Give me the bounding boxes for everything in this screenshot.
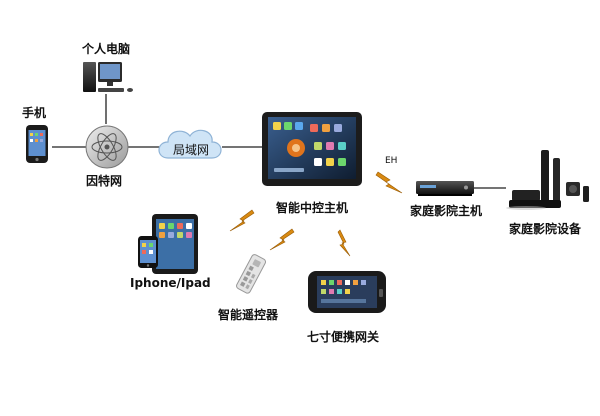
home-theater-host-label: 家庭影院主机 <box>410 204 483 218</box>
home-theater-devices-icon <box>506 150 589 210</box>
gateway-label: 七寸便携网关 <box>307 330 380 344</box>
pc-icon <box>83 62 133 92</box>
smart-remote-icon <box>236 254 267 294</box>
lan-cloud-icon <box>158 129 222 159</box>
controller-label: 智能中控主机 <box>276 201 349 215</box>
iphone-ipad-icon <box>138 214 198 274</box>
mobile-phone-icon <box>26 125 48 163</box>
home-theater-devices-label: 家庭影院设备 <box>509 222 582 236</box>
phone-label: 手机 <box>22 106 47 120</box>
remote-label: 智能遥控器 <box>218 308 279 322</box>
lan-label: 局域网 <box>173 143 210 157</box>
iphone-ipad-label: Iphone/Ipad <box>130 276 211 290</box>
home-theater-host-icon <box>416 181 474 196</box>
portable-gateway-icon <box>308 271 386 313</box>
eh-label: EH <box>385 156 398 166</box>
wireless-signal-gateway <box>337 229 351 257</box>
connection-lines <box>52 94 506 189</box>
central-controller-icon <box>262 112 362 186</box>
wireless-signals <box>229 171 403 257</box>
internet-globe-icon <box>85 125 129 169</box>
wireless-signal-ipad <box>229 209 255 232</box>
wireless-signal-eh <box>375 171 403 194</box>
wireless-signal-remote <box>269 228 295 251</box>
pc-label: 个人电脑 <box>82 42 131 56</box>
internet-label: 因特网 <box>86 174 123 188</box>
